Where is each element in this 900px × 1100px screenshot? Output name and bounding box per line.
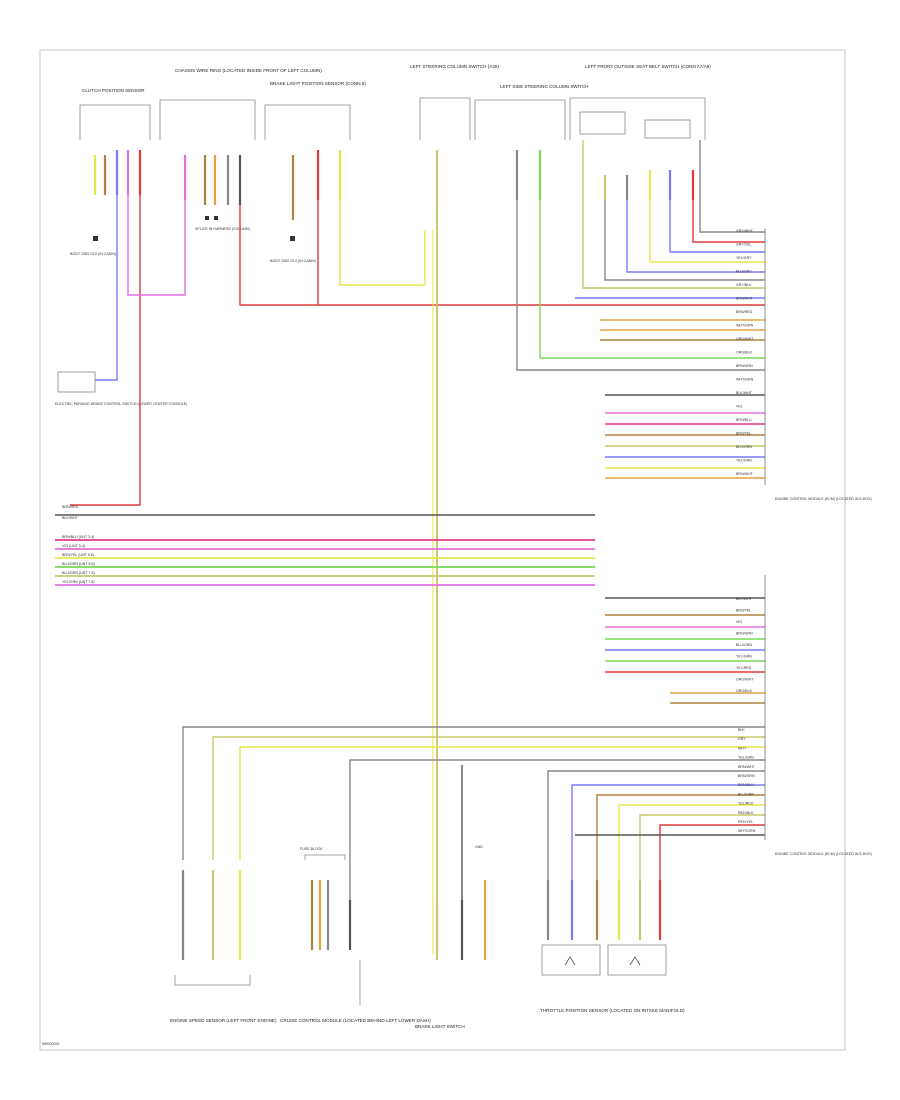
wire-label: BRN/WHT [738, 765, 756, 769]
svg-text:BLK/WHT: BLK/WHT [62, 516, 79, 520]
top-connectors [93, 150, 695, 220]
svg-text:BLU/GRN (UNT 5,6): BLU/GRN (UNT 5,6) [62, 562, 95, 566]
wire-label: BRN/GRN [738, 774, 755, 778]
wire-label: ORG/WHT [736, 678, 754, 682]
ground-icon [205, 216, 209, 220]
ecm2-wire-labels: BLK/WHT BRN/YEL VIO BRN/GRN BLU/GRN YEL/GRN YE… [736, 597, 754, 693]
svg-text:BRN/RED: BRN/RED [62, 505, 79, 509]
top6-label: LEFT FRONT OUTSIDE SEAT BELT SWITCH (CON… [585, 64, 711, 69]
gnd-small-label: GND [475, 845, 483, 849]
wire-label: BLU/GRY [736, 270, 752, 274]
wire-label: YEL/RED [736, 666, 752, 670]
wire-label: BRN/YEL [736, 432, 751, 436]
wire-label: GRY/YEL [736, 243, 752, 247]
wire-label: BLU/GRN [736, 643, 752, 647]
ground1-label: BODY GND G13 (IN CABIN) [70, 252, 116, 256]
wire-label: BLK [738, 728, 745, 732]
wire-label: RED/BLK [738, 811, 754, 815]
wire-label: YEL/GRN [738, 756, 754, 760]
wire-label: YEL/GRN [736, 459, 752, 463]
throttle-position-sensor [541, 944, 667, 976]
top4-label: LEFT STEERING COLUMN SWITCH (A29) [410, 64, 499, 69]
top-components [79, 97, 706, 140]
svg-text:BLU/GRN (UNT 7,8): BLU/GRN (UNT 7,8) [62, 571, 95, 575]
top2-label: CHASSIS WIRE RING (LOCATED INSIDE FRONT … [175, 68, 322, 73]
wire-label: YEL/RED [738, 802, 754, 806]
bottom1-label: ENGINE SPEED SENSOR (LEFT FRONT ENGINE) [170, 1018, 277, 1023]
wire-label: BRN/YEL [736, 609, 751, 613]
ground-symbols [93, 216, 295, 241]
footer-code: W0000000 [42, 1042, 59, 1046]
wire-label: WHT [738, 746, 747, 750]
splice1-label: SPLICE IN HARNESS (COLUMN) [195, 227, 250, 231]
bottom-component-labels: ENGINE SPEED SENSOR (LEFT FRONT ENGINE) … [170, 845, 685, 1029]
bottom4-label: THROTTLE POSITION SENSOR (LOCATED ON INT… [540, 1008, 685, 1013]
ground-icon [290, 236, 295, 241]
svg-text:YEL/GRN (UNT 7,8): YEL/GRN (UNT 7,8) [62, 580, 94, 584]
wire-label: GRY/BLK [736, 283, 752, 287]
wire-label: RED/YEL [738, 820, 753, 824]
wire-label: BRN/WHT [736, 297, 754, 301]
bottom3-label: BRAKE LIGHT SWITCH [415, 1024, 465, 1029]
wire-label: BLK/WHT [736, 391, 753, 395]
bottom2-label: CRUISE CONTROL MODULE (LOCATED BEHIND LE… [280, 1018, 431, 1023]
ground2-label: BODY GND G14 (IN CABIN) [270, 259, 316, 263]
ecm2-label: ENGINE CONTROL MODULE (ECM) (LOCATED IN … [775, 852, 872, 856]
wire-label: WHT/GRN [736, 378, 754, 382]
wire-label: YEL/GRY [736, 256, 752, 260]
wire-label: BRN/BLU [738, 783, 754, 787]
bottom-connectors [181, 870, 662, 960]
wire-label: BLK/WHT [736, 597, 753, 601]
svg-text:BRN/BLU (UNT 3,4): BRN/BLU (UNT 3,4) [62, 535, 94, 539]
left-wire-labels: BRN/RED BLK/WHT BRN/BLU (UNT 3,4) VIO (U… [62, 505, 95, 584]
bottom-brackets [174, 854, 361, 1005]
wire-label: BRN/BLU [736, 418, 752, 422]
top-component-labels: CLUTCH POSITION SENSOR CHASSIS WIRE RING… [82, 64, 711, 93]
wire-label: WHT/GRN [738, 829, 756, 833]
wire-label: BRN/WHT [736, 472, 754, 476]
wire-label: WHT/GRN [736, 324, 754, 328]
wire-label: BRN/GRN [736, 632, 753, 636]
wire-label: VIO [736, 405, 742, 409]
ground-icon [93, 236, 98, 241]
wire-label: ORG/WHT [736, 337, 754, 341]
elec-label: ELECTRIC PARKING BRAKE CONTROL SWITCH (L… [55, 402, 187, 406]
wire-label: BRN/RED [736, 310, 753, 314]
ecm-bottom-wire-labels: BLK GRY WHT YEL/GRN BRN/WHT BRN/GRN BRN/BLU BLU… [738, 728, 756, 833]
diagram-frame [39, 49, 846, 1051]
fuse-label: FUSE BLOCK [300, 847, 323, 851]
wire-label: GRY/WHT [736, 229, 754, 233]
ground-icon [214, 216, 218, 220]
ecm1-label: ENGINE CONTROL MODULE (ECM) (LOCATED IN … [775, 497, 872, 501]
electric-parking-brake-switch [57, 371, 96, 393]
wire-label: ORG/BLK [736, 689, 753, 693]
wire-label: GRY [738, 737, 746, 741]
wire-runs [55, 140, 765, 955]
ecm1-wire-labels: GRY/WHT GRY/YEL YEL/GRY BLU/GRY GRY/BLK BRN/W… [736, 229, 754, 476]
wire-label: BRN/GRN [736, 364, 753, 368]
wire-label: VIO [736, 620, 742, 624]
svg-text:VIO (UNT 3,4): VIO (UNT 3,4) [62, 544, 85, 548]
wire-label: BLU/GRN [738, 792, 754, 796]
wire-label: YEL/GRN [736, 655, 752, 659]
top1-label: CLUTCH POSITION SENSOR [82, 88, 145, 93]
wire-label: ORG/BLK [736, 351, 753, 355]
top3-label: BRAKE LIGHT POSITION SENSOR (CONN 5) [270, 81, 366, 86]
wire-label: BLU/GRN [736, 445, 752, 449]
svg-text:BRN/YEL (UNT 5,6): BRN/YEL (UNT 5,6) [62, 553, 94, 557]
top5-label: LEFT SIDE STEERING COLUMN SWITCH [500, 84, 588, 89]
